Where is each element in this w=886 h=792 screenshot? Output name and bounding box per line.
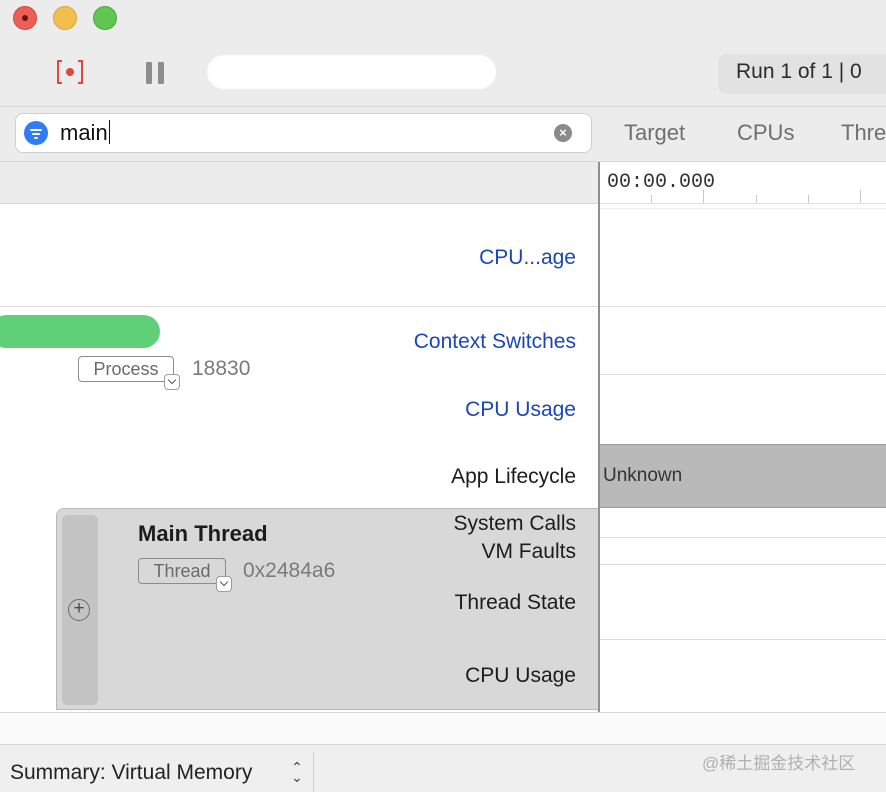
track-separator (600, 564, 886, 565)
process-tag[interactable]: Process (78, 356, 174, 382)
track-cpu-usage-truncated[interactable]: CPU...age (479, 246, 576, 269)
track-separator (600, 537, 886, 538)
track-vm-faults[interactable]: VM Faults (481, 540, 576, 563)
horizontal-scroll-area[interactable] (0, 712, 886, 745)
track-divider[interactable] (598, 162, 600, 712)
chevron-down-icon[interactable] (164, 374, 180, 390)
process-pid: 18830 (192, 357, 251, 380)
filter-tab-cpus[interactable]: CPUs (737, 120, 795, 145)
minimize-window-button[interactable] (53, 6, 77, 30)
record-icon[interactable] (55, 58, 85, 86)
app-lifecycle-state-label: Unknown (603, 465, 683, 486)
ruler-tick (756, 195, 757, 203)
run-selector[interactable] (718, 54, 886, 94)
watermark: @稀土掘金技术社区 (702, 754, 856, 773)
track-separator (600, 374, 886, 375)
footer-divider (313, 752, 314, 792)
track-context-switches[interactable]: Context Switches (413, 330, 576, 353)
time-ruler-label: 00:00.000 (607, 171, 716, 194)
pause-icon[interactable] (146, 60, 166, 86)
clear-search-icon[interactable]: × (554, 124, 572, 142)
ruler-tick (860, 190, 861, 203)
filter-tab-threads[interactable]: Thre (841, 120, 886, 145)
time-ruler[interactable] (600, 162, 886, 204)
track-separator (0, 306, 598, 307)
detail-footer (0, 744, 886, 792)
track-header (0, 162, 598, 204)
expand-plus-icon[interactable]: + (68, 599, 90, 621)
track-thread-cpu-usage[interactable]: CPU Usage (465, 664, 576, 687)
search-input-value[interactable]: main (60, 120, 108, 145)
thread-title: Main Thread (138, 521, 268, 546)
track-app-lifecycle[interactable]: App Lifecycle (451, 465, 576, 488)
ruler-tick (703, 190, 704, 203)
track-separator (600, 639, 886, 640)
summary-selector[interactable]: Summary: Virtual Memory (10, 761, 253, 784)
filter-icon[interactable] (24, 121, 48, 145)
close-window-button[interactable] (13, 6, 37, 30)
track-system-calls[interactable]: System Calls (453, 512, 576, 535)
process-color-bar (0, 315, 160, 348)
thread-tag[interactable]: Thread (138, 558, 226, 584)
zoom-window-button[interactable] (93, 6, 117, 30)
track-cpu-usage[interactable]: CPU Usage (465, 398, 576, 421)
status-field (207, 55, 496, 89)
filter-tab-target[interactable]: Target (624, 120, 686, 145)
track-separator (600, 208, 886, 209)
run-label: Run 1 of 1 | 0 (736, 60, 862, 83)
chevron-down-icon[interactable] (216, 576, 232, 592)
track-thread-state[interactable]: Thread State (454, 591, 576, 614)
ruler-tick (651, 195, 652, 203)
chevron-updown-icon[interactable]: ⌃⌄ (291, 759, 303, 785)
ruler-tick (808, 195, 809, 203)
search-input[interactable] (15, 113, 592, 153)
track-separator (600, 306, 886, 307)
thread-id: 0x2484a6 (243, 559, 336, 582)
app-lifecycle-state-bar[interactable] (600, 444, 886, 508)
